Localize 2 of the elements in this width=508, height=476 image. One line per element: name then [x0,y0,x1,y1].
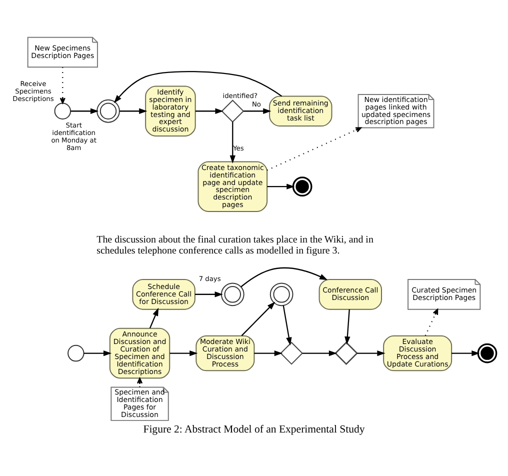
label: The discussion about the final curation takes place in the Wiki, and in schedules telephone conference calls as modelled in figure 3. [96,234,374,256]
caption: Figure 2: Abstract Model of an Experimental Study [143,423,365,436]
